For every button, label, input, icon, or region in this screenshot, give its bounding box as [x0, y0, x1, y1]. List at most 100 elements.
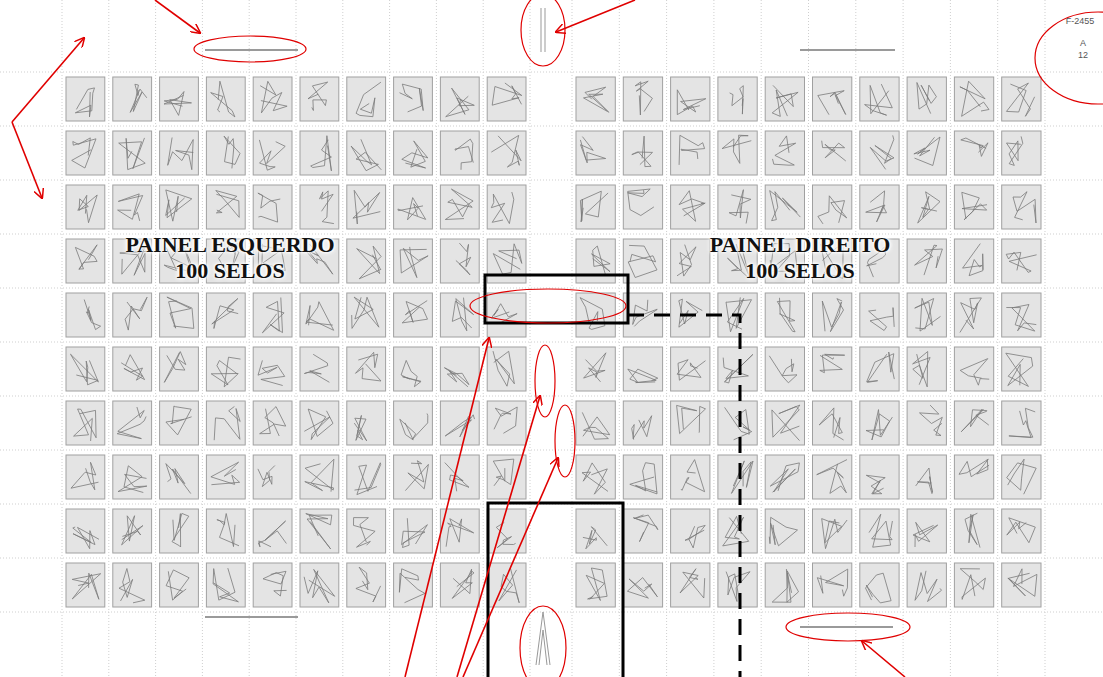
stamp: [440, 563, 479, 607]
stamp: [160, 131, 199, 175]
perforation-line: [950, 0, 951, 677]
stamp: [860, 509, 899, 553]
stamp: [813, 509, 852, 553]
stamp: [954, 509, 993, 553]
plate-number: 12: [1073, 50, 1093, 60]
stamp: [253, 347, 292, 391]
stamp: [113, 509, 152, 553]
perforation-line: [296, 0, 297, 677]
stamp: [66, 77, 105, 121]
stamp: [671, 509, 710, 553]
stamp: [1002, 131, 1041, 175]
stamp: [1002, 455, 1041, 499]
stamp: [394, 293, 433, 337]
stamp: [623, 131, 662, 175]
stamp: [765, 455, 804, 499]
stamp: [160, 347, 199, 391]
stamp: [1002, 401, 1041, 445]
stamp: [394, 77, 433, 121]
stamp: [394, 239, 433, 283]
perforation-line: [572, 0, 573, 677]
stamp: [253, 185, 292, 229]
perforation-line: [0, 612, 1103, 613]
stamp: [487, 401, 526, 445]
panel-label: PAINEL DIREITO 100 SELOS: [700, 232, 900, 284]
perforation-line: [389, 0, 390, 677]
stamp: [671, 563, 710, 607]
perforation-line: [0, 396, 1103, 397]
stamp: [718, 563, 757, 607]
stamp: [623, 77, 662, 121]
stamp: [113, 293, 152, 337]
stamp: [765, 185, 804, 229]
stamp: [813, 401, 852, 445]
stamp: [206, 563, 245, 607]
stamp: [66, 131, 105, 175]
stamp: [206, 293, 245, 337]
perforation-line: [761, 0, 762, 677]
stamp: [576, 131, 615, 175]
stamp: [160, 401, 199, 445]
stamp: [954, 185, 993, 229]
stamp: [860, 563, 899, 607]
stamp: [347, 455, 386, 499]
stamp: [860, 455, 899, 499]
stamp: [718, 77, 757, 121]
stamp: [66, 563, 105, 607]
stamp: [1002, 293, 1041, 337]
stamp: [954, 347, 993, 391]
perforation-line: [62, 0, 63, 677]
stamp: [623, 401, 662, 445]
stamp: [671, 77, 710, 121]
stamp: [718, 347, 757, 391]
stamp: [347, 77, 386, 121]
stamp: [347, 401, 386, 445]
stamp: [253, 293, 292, 337]
stamp: [347, 563, 386, 607]
stamp: [765, 347, 804, 391]
stamp: [394, 455, 433, 499]
margin-inscriptions: [205, 50, 895, 627]
perforation-line: [855, 0, 856, 677]
stamp: [206, 131, 245, 175]
stamp: [907, 77, 946, 121]
stamp: [576, 401, 615, 445]
stamp: [765, 563, 804, 607]
stamp: [113, 455, 152, 499]
stamp: [253, 131, 292, 175]
stamp: [671, 455, 710, 499]
stamp: [907, 131, 946, 175]
stamp: [253, 509, 292, 553]
perforation-line: [903, 0, 904, 677]
stamp: [765, 131, 804, 175]
red-ellipses: [194, 0, 1103, 677]
perforation-line: [108, 0, 109, 677]
stamp: [66, 347, 105, 391]
stamp: [860, 293, 899, 337]
stamp: [765, 509, 804, 553]
stamp: [206, 509, 245, 553]
stamp: [66, 239, 105, 283]
stamp: [487, 77, 526, 121]
stamp: [623, 347, 662, 391]
stamp: [1002, 239, 1041, 283]
stamp: [907, 185, 946, 229]
stamp: [206, 347, 245, 391]
stamp: [813, 455, 852, 499]
panel-label: PAINEL ESQUERDO 100 SELOS: [115, 232, 345, 284]
stamp: [113, 77, 152, 121]
perforation-line: [0, 180, 1103, 181]
stamp: [440, 509, 479, 553]
stamp: [113, 185, 152, 229]
stamp: [813, 293, 852, 337]
perforation-line: [342, 0, 343, 677]
stamp: [300, 563, 339, 607]
perforation-line: [249, 0, 250, 677]
plate-letter: A: [1073, 38, 1093, 48]
stamp: [576, 455, 615, 499]
red-arrows: [12, 0, 905, 677]
stamp: [907, 293, 946, 337]
stamp: [487, 131, 526, 175]
stamp: [718, 131, 757, 175]
perforation-line: [666, 0, 667, 677]
